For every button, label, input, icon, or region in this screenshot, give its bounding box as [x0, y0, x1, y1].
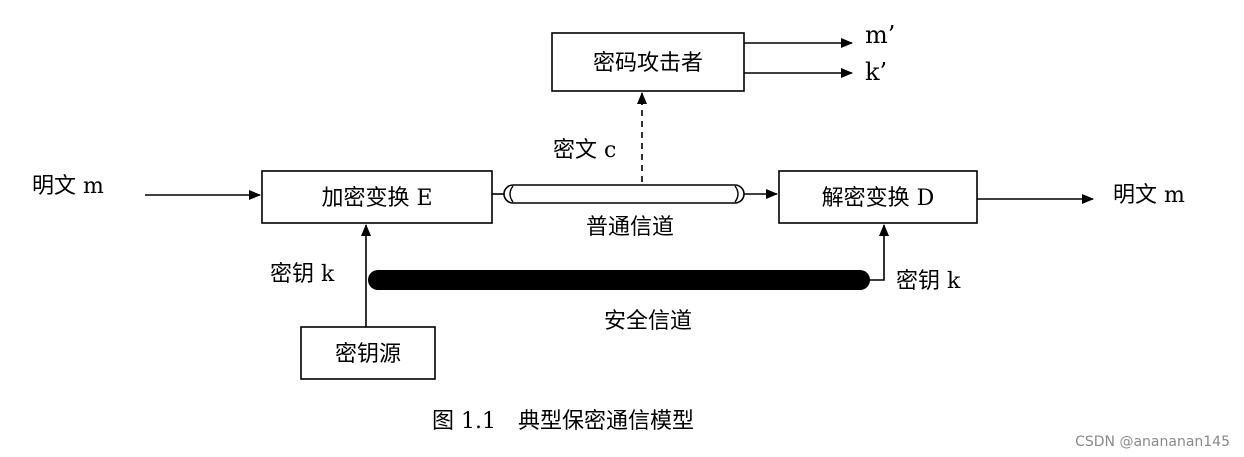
- key-right-label: 密钥 k: [896, 269, 961, 294]
- m-prime-label: m’: [865, 21, 895, 49]
- plaintext-out-label: 明文 m: [1113, 183, 1185, 208]
- plaintext-in-label: 明文 m: [32, 174, 104, 199]
- attacker-label: 密码攻击者: [593, 51, 703, 76]
- key-to-decrypt-arrow: [866, 224, 889, 281]
- encrypt-label: 加密变换 E: [321, 186, 432, 211]
- public-channel-pipe: [492, 184, 778, 204]
- k-prime-label: k’: [865, 58, 887, 86]
- watermark: CSDN @anananan145: [1075, 434, 1230, 450]
- secure-channel-pipe: [368, 270, 870, 290]
- secure-channel-label: 安全信道: [604, 309, 692, 334]
- figure-caption: 图 1.1 典型保密通信模型: [432, 409, 694, 434]
- ciphertext-label: 密文 c: [553, 138, 616, 163]
- key-source-label: 密钥源: [335, 342, 401, 367]
- key-source-box: [300, 326, 436, 380]
- decrypt-box: [778, 170, 978, 224]
- key-left-label: 密钥 k: [270, 262, 335, 287]
- public-channel-label: 普通信道: [586, 215, 674, 240]
- decrypt-label: 解密变换 D: [822, 186, 935, 211]
- attacker-box: [551, 32, 745, 92]
- encrypt-box: [261, 170, 493, 224]
